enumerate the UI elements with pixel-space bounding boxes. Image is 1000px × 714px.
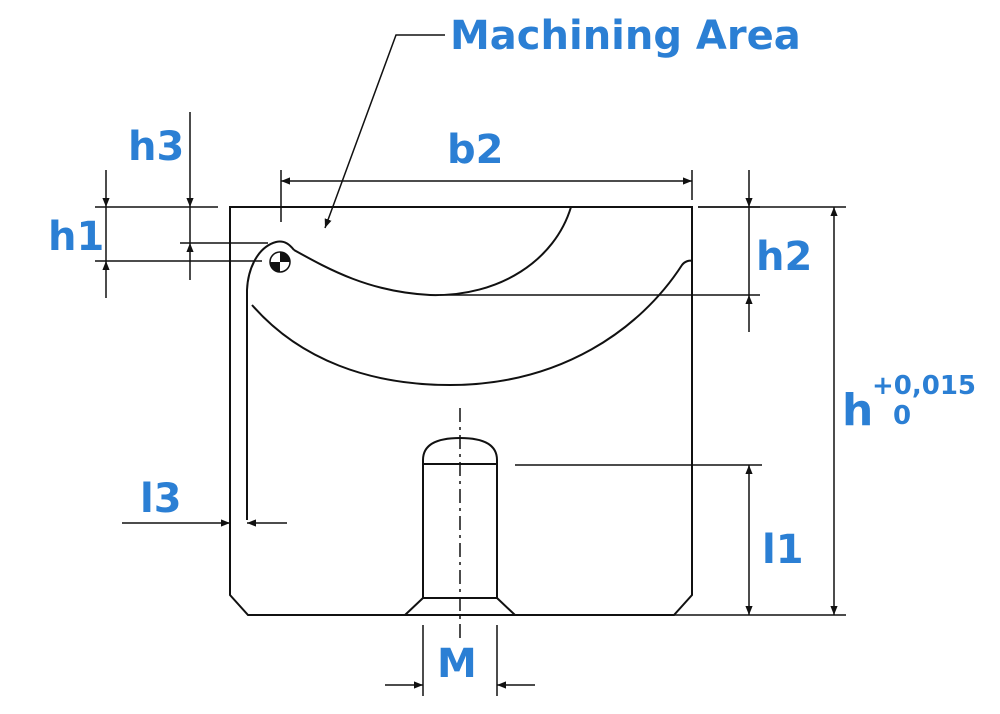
l1-label: l1 xyxy=(762,527,804,573)
l3-label: l3 xyxy=(140,476,182,522)
m-label: M xyxy=(437,641,477,687)
h1-label: h1 xyxy=(48,214,104,260)
h-tolerance-upper: +0,015 xyxy=(872,371,976,401)
h2-label: h2 xyxy=(756,234,812,280)
bore-countersink xyxy=(404,597,516,616)
machining-area-label: Machining Area xyxy=(450,13,801,59)
reference-point-icon xyxy=(269,251,291,273)
h-tolerance-lower: 0 xyxy=(893,401,911,431)
h-label: h xyxy=(842,385,873,436)
block-outline xyxy=(229,206,693,616)
machining-area-leader xyxy=(324,34,445,229)
machining-upper-curve xyxy=(293,206,572,297)
h3-label: h3 xyxy=(128,124,184,170)
b2-label: b2 xyxy=(447,127,503,173)
machining-lower-curve xyxy=(251,259,693,387)
machining-left-wall xyxy=(246,240,295,520)
